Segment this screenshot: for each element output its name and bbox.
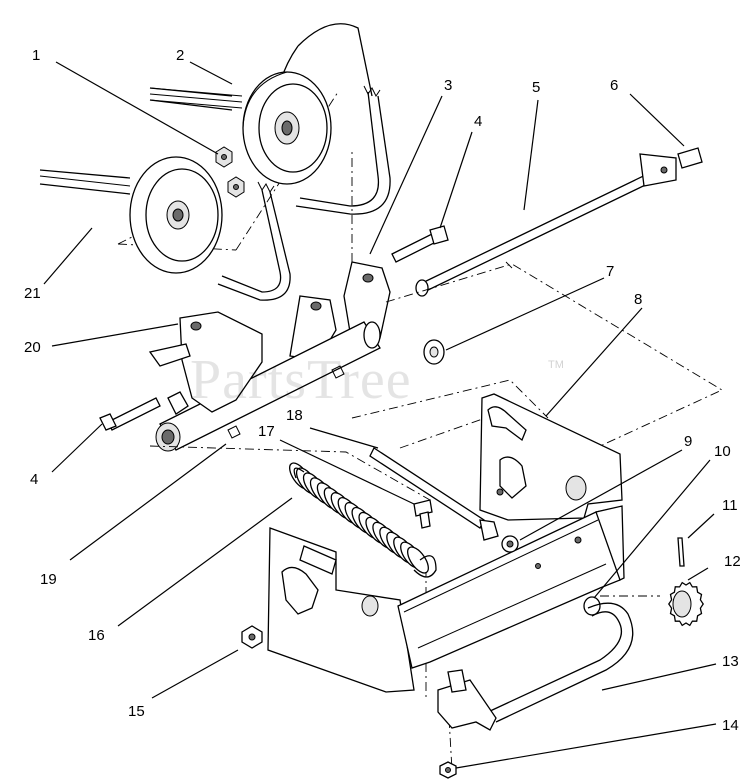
lower-pulley: [129, 156, 223, 274]
callout-4-lower: 4: [30, 471, 38, 488]
knob-12: [668, 581, 704, 627]
callout-20: 20: [24, 339, 41, 356]
bushing-7: [423, 339, 445, 365]
belt-upper: [149, 87, 243, 111]
shaft-5: [415, 153, 677, 297]
pin-17: [413, 499, 433, 529]
callout-19: 19: [40, 571, 57, 588]
callout-10: 10: [714, 443, 731, 460]
callout-9: 9: [684, 433, 692, 450]
callout-21: 21: [24, 285, 41, 302]
belt-loop-lower: [217, 181, 291, 301]
bolt-4-upper: [391, 225, 449, 263]
callout-8: 8: [634, 291, 642, 308]
upper-pulley: [242, 71, 332, 185]
spring-hook: [413, 555, 437, 578]
callout-3: 3: [444, 77, 452, 94]
callout-12: 12: [724, 553, 741, 570]
idler-arm-plate: [148, 311, 263, 413]
nut-lower-pulley: [227, 176, 245, 198]
callout-labels: 1 2 3 4 5 6 7 8 9 10 11 12 13 14 15 16 1…: [24, 47, 741, 734]
washer-9: [501, 535, 519, 553]
callout-2: 2: [176, 47, 184, 64]
rod-18: [369, 447, 499, 541]
side-plate-left: [267, 527, 415, 693]
callout-1: 1: [32, 47, 40, 64]
callout-leaders: [43, 61, 717, 769]
watermark: PartsTree: [190, 349, 412, 411]
nut-15: [241, 625, 263, 649]
handle-rod-13: [437, 602, 634, 731]
callout-6: 6: [610, 77, 618, 94]
washer-19-area: [227, 365, 345, 439]
callout-7: 7: [606, 263, 614, 280]
pivot-tube: [155, 321, 381, 452]
belt-loop-upper: [295, 85, 391, 215]
callout-13: 13: [722, 653, 739, 670]
nut-14: [439, 761, 457, 779]
pin-11: [677, 537, 685, 567]
hook-pin: [167, 391, 189, 415]
callout-11: 11: [722, 497, 738, 514]
nut-1: [215, 146, 233, 168]
bolt-6: [677, 147, 703, 169]
callout-16: 16: [88, 627, 105, 644]
callout-15: 15: [128, 703, 145, 720]
callout-14: 14: [722, 717, 739, 734]
spring-hook-top: [293, 467, 305, 479]
callout-18: 18: [286, 407, 303, 424]
callout-17: 17: [258, 423, 275, 440]
spring-16: [289, 462, 429, 574]
callout-5: 5: [532, 79, 540, 96]
watermark-trademark: TM: [548, 359, 564, 371]
belt-lower: [39, 169, 131, 195]
bolt-4-lower: [99, 397, 161, 431]
callout-4: 4: [474, 113, 482, 130]
side-plate-right: [479, 393, 623, 521]
cross-bar: [397, 505, 625, 669]
